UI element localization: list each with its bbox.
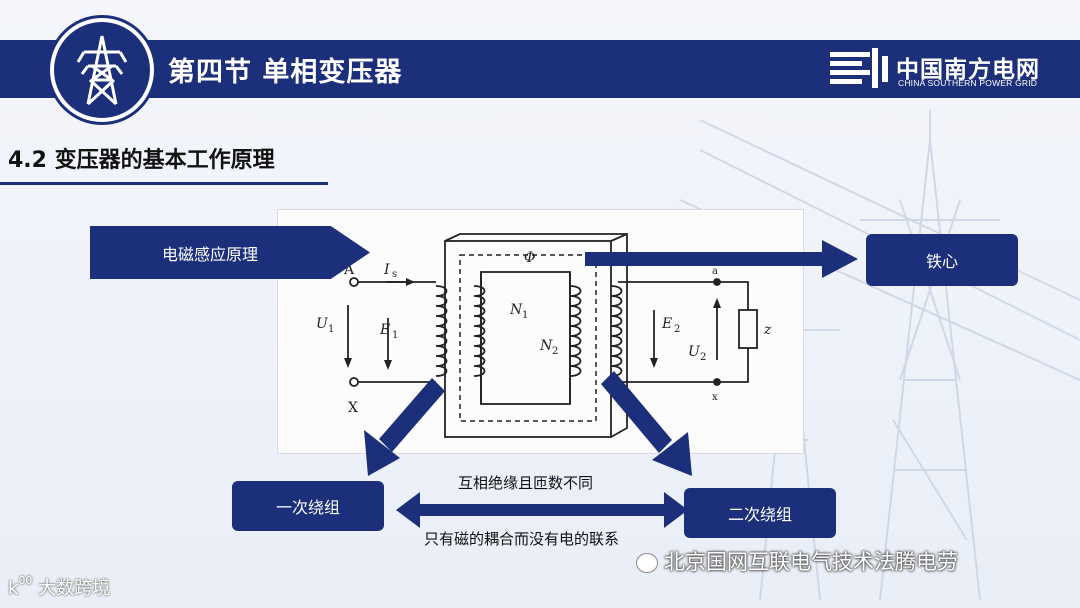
load-label: z [763, 322, 772, 338]
n2-label: N [539, 338, 553, 354]
section-title: 4.2 变压器的基本工作原理 [8, 148, 275, 173]
secondary-winding-label: 二次绕组 [727, 505, 792, 524]
transmission-tower-icon [76, 35, 128, 106]
n2-subscript: 2 [552, 346, 558, 357]
u1-subscript: 1 [328, 324, 334, 335]
power-grid-logo-icon [830, 48, 888, 88]
em-principle-label: 电磁感应原理 [161, 244, 258, 264]
brand-logo: 中国南方电网 CHINA SOUTHERN POWER GRID [828, 46, 1068, 92]
em-principle-callout: 电磁感应原理 [90, 226, 370, 279]
header-bar [0, 40, 1080, 98]
terminal-sa-label: a [712, 266, 718, 277]
current-label: I [383, 262, 390, 278]
flux-label: Φ [524, 250, 535, 266]
footer-logo: k00 大数跨境 [8, 574, 111, 599]
current-subscript: s [392, 269, 397, 280]
u2-label: U [688, 344, 701, 360]
secondary-winding-callout: 二次绕组 [684, 488, 836, 538]
footer-logo-mark: k [8, 578, 19, 599]
terminal-sx-label: x [712, 392, 718, 403]
core-label: 铁心 [925, 252, 958, 271]
insulated-note: 互相绝缘且匝数不同 [458, 474, 594, 492]
e2-subscript: 2 [674, 324, 680, 335]
e1-subscript: 1 [392, 330, 398, 341]
logo-badge [50, 18, 154, 122]
footer-logo-text: 大数跨境 [38, 578, 111, 599]
primary-winding-label: 一次绕组 [275, 498, 340, 517]
primary-winding-callout: 一次绕组 [232, 481, 384, 531]
brand-name-cn: 中国南方电网 [896, 57, 1040, 83]
core-outer [444, 240, 612, 438]
brand-name-en: CHINA SOUTHERN POWER GRID [898, 78, 1038, 88]
e2-label: E [661, 316, 672, 332]
flux-path [459, 254, 597, 422]
watermark-text: 北京国网互联电气技术法腾电劳 [664, 550, 958, 574]
coupling-note: 只有磁的耦合而没有电的联系 [424, 530, 620, 548]
load-resistor [738, 309, 758, 349]
e1-label: E [379, 322, 390, 338]
u1-label: U [316, 316, 329, 332]
page-title: 第四节 单相变压器 [168, 57, 403, 88]
terminal-x-label: X [348, 400, 358, 416]
n1-subscript: 1 [522, 310, 528, 321]
secondary-coil [569, 285, 582, 377]
transformer-schematic: A X a x I s Φ N 1 N 2 U 1 E 1 E 2 U 2 z [316, 233, 772, 438]
watermark: 北京国网互联电气技术法腾电劳 [636, 546, 958, 576]
u2-subscript: 2 [700, 352, 706, 363]
core-callout: 铁心 [866, 234, 1018, 286]
core-window [480, 271, 571, 405]
section-underline [0, 182, 328, 185]
wechat-icon [636, 553, 658, 573]
primary-coil [435, 285, 448, 377]
n1-label: N [509, 302, 523, 318]
